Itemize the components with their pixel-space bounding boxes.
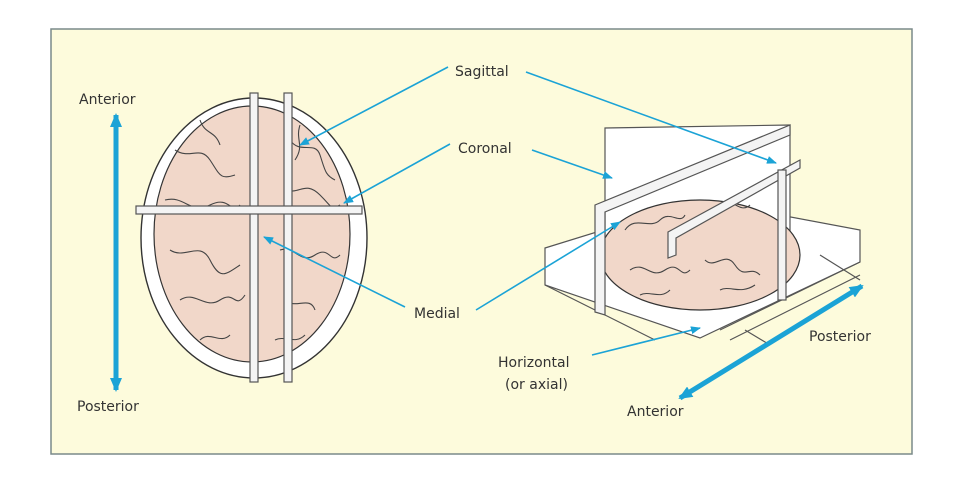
label-right-posterior: Posterior bbox=[809, 329, 871, 345]
sagittal-pointer-left bbox=[299, 66, 449, 146]
label-coronal: Coronal bbox=[458, 141, 512, 157]
label-left-anterior: Anterior bbox=[79, 92, 136, 108]
sagittal-plane-post bbox=[777, 169, 787, 301]
coronal-pointer-left bbox=[343, 143, 451, 204]
top-view-brain bbox=[135, 92, 368, 383]
label-horizontal: Horizontal bbox=[498, 355, 569, 371]
coronal-plane-bar bbox=[135, 205, 363, 215]
three-d-view bbox=[544, 124, 861, 346]
coronal-pointer-right bbox=[531, 149, 613, 179]
horizontal-pointer bbox=[591, 326, 701, 356]
sagittal-pointer-right bbox=[525, 71, 777, 164]
label-medial: Medial bbox=[414, 306, 460, 322]
sagittal-plane-inner bbox=[667, 158, 801, 259]
medial-pointer-left bbox=[263, 236, 406, 308]
label-or-axial: (or axial) bbox=[505, 377, 568, 393]
label-sagittal: Sagittal bbox=[455, 64, 509, 80]
label-right-anterior: Anterior bbox=[627, 404, 684, 420]
medial-pointer-right bbox=[475, 221, 621, 311]
sagittal-plane-bar-lateral bbox=[283, 92, 293, 383]
label-left-posterior: Posterior bbox=[77, 399, 139, 415]
sagittal-plane-front bbox=[594, 124, 791, 316]
posterior-anterior-arrow bbox=[678, 283, 864, 401]
sagittal-plane-bar-medial bbox=[249, 92, 259, 383]
